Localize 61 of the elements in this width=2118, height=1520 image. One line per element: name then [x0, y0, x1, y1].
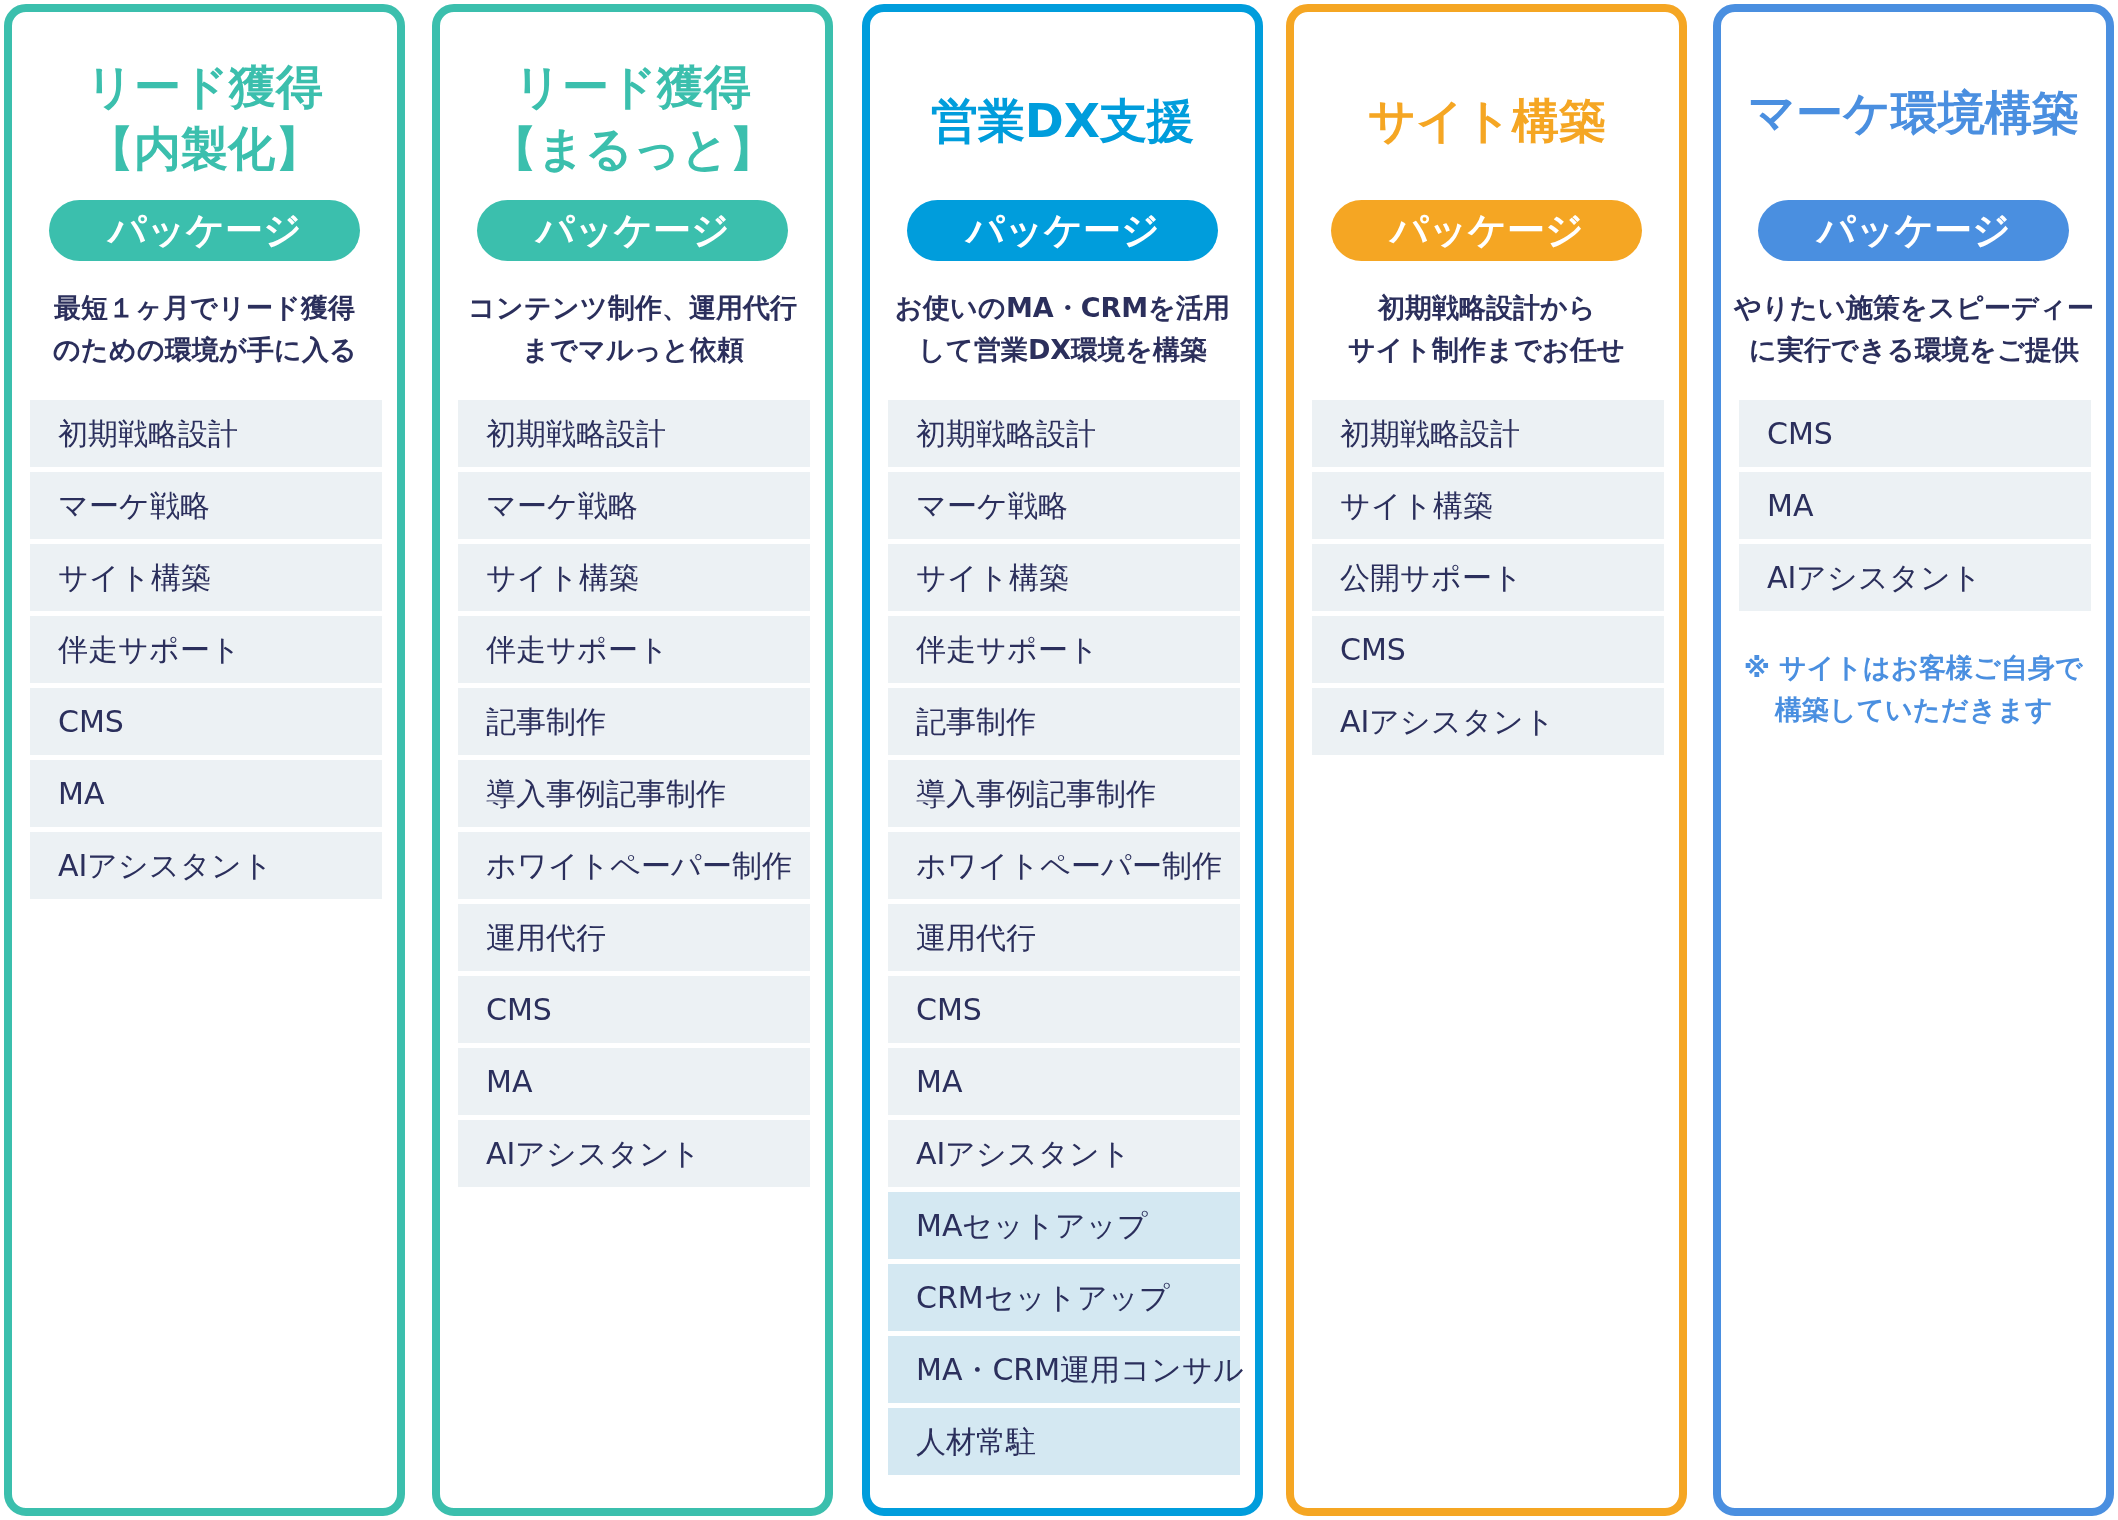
note-text: ※ サイトはお客様ご自身で構築していただきます — [1743, 651, 2084, 727]
feature-row: 伴走サポート — [30, 616, 382, 683]
column-card — [1286, 4, 1687, 1516]
feature-row: マーケ戦略 — [458, 472, 810, 539]
feature-row: マーケ戦略 — [30, 472, 382, 539]
feature-row: AIアシスタント — [1739, 544, 2091, 611]
feature-row: AIアシスタント — [1312, 688, 1664, 755]
feature-row: AIアシスタント — [888, 1120, 1240, 1187]
description-text: やりたい施策をスピーディーに実行できる環境をご提供 — [1733, 291, 2094, 367]
feature-row: CMS — [458, 976, 810, 1043]
feature-row: 記事制作 — [458, 688, 810, 755]
feature-row: サイト構築 — [888, 544, 1240, 611]
feature-row: 伴走サポート — [458, 616, 810, 683]
column-card — [4, 4, 405, 1516]
package-badge: パッケージ — [49, 200, 360, 261]
package-badge: パッケージ — [907, 200, 1218, 261]
feature-row: CMS — [888, 976, 1240, 1043]
description-text: 初期戦略設計からサイト制作までお任せ — [1348, 291, 1625, 367]
feature-row: サイト構築 — [30, 544, 382, 611]
column-title: サイト構築 — [1367, 92, 1606, 150]
feature-row: CMS — [1312, 616, 1664, 683]
column-title: リード獲得【まるっと】 — [489, 58, 776, 178]
feature-row: 伴走サポート — [888, 616, 1240, 683]
package-badge: パッケージ — [1331, 200, 1642, 261]
feature-row: 初期戦略設計 — [458, 400, 810, 467]
description-text: コンテンツ制作、運用代行までマルっと依頼 — [468, 291, 797, 367]
feature-row: 公開サポート — [1312, 544, 1664, 611]
column-card — [432, 4, 833, 1516]
feature-row: MA — [1739, 472, 2091, 539]
feature-row: 初期戦略設計 — [1312, 400, 1664, 467]
package-badge: パッケージ — [1758, 200, 2069, 261]
feature-row: 運用代行 — [888, 904, 1240, 971]
feature-row: 記事制作 — [888, 688, 1240, 755]
feature-row: 導入事例記事制作 — [458, 760, 810, 827]
description-text: 最短１ヶ月でリード獲得のための環境が手に入る — [52, 291, 357, 367]
feature-row: CMS — [30, 688, 382, 755]
feature-row: ホワイトペーパー制作 — [888, 832, 1240, 899]
feature-row: 人材常駐 — [888, 1408, 1240, 1475]
feature-row: 初期戦略設計 — [888, 400, 1240, 467]
package-badge: パッケージ — [477, 200, 788, 261]
column-title: マーケ環境構築 — [1748, 84, 2079, 142]
feature-row: ホワイトペーパー制作 — [458, 832, 810, 899]
description-text: お使いのMA・CRMを活用して営業DX環境を構築 — [894, 291, 1231, 367]
feature-row: CRMセットアップ — [888, 1264, 1240, 1331]
feature-row: MA — [458, 1048, 810, 1115]
feature-row: AIアシスタント — [30, 832, 382, 899]
feature-row: MAセットアップ — [888, 1192, 1240, 1259]
feature-row: 運用代行 — [458, 904, 810, 971]
feature-row: MA — [888, 1048, 1240, 1115]
feature-row: マーケ戦略 — [888, 472, 1240, 539]
feature-row: サイト構築 — [1312, 472, 1664, 539]
feature-row: MA — [30, 760, 382, 827]
feature-row: サイト構築 — [458, 544, 810, 611]
feature-row: 導入事例記事制作 — [888, 760, 1240, 827]
column-card — [1713, 4, 2114, 1516]
column-title: 営業DX支援 — [930, 92, 1195, 150]
feature-row: CMS — [1739, 400, 2091, 467]
column-card — [862, 4, 1263, 1516]
feature-row: 初期戦略設計 — [30, 400, 382, 467]
column-title: リード獲得【内製化】 — [86, 58, 323, 178]
feature-row: AIアシスタント — [458, 1120, 810, 1187]
